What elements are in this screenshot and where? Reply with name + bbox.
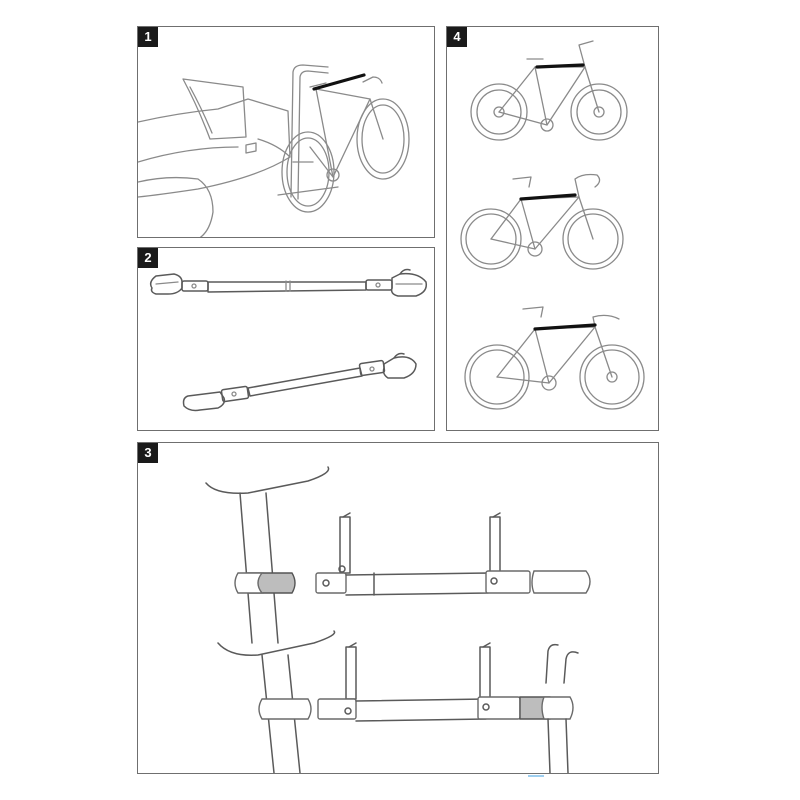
panel-1-car-with-bike-on-rack: 1 [137, 26, 435, 238]
adapter-on-seat-post [205, 466, 591, 644]
panel-2-number-badge: 2 [138, 248, 158, 268]
step-through-bike [470, 40, 628, 141]
panel-1-number-badge: 1 [138, 27, 158, 47]
panel-2-frame-adapter-bar: 2 [137, 247, 435, 431]
page-footer-mark [528, 775, 544, 777]
panel-4-number-badge: 4 [447, 27, 467, 47]
panel-3-number-badge: 3 [138, 443, 158, 463]
panel-4-bike-frame-types: 4 [446, 26, 659, 431]
city-bike [464, 306, 645, 410]
road-bike [460, 173, 624, 270]
panel-4-illustration [460, 40, 645, 410]
panel-3-adapter-attachment-detail: 3 [137, 442, 659, 774]
panel-2-illustration [149, 268, 428, 412]
panel-1-illustration [138, 64, 410, 237]
panel-3-illustration [205, 466, 591, 773]
adapter-between-seat-post-and-stem [217, 630, 579, 773]
